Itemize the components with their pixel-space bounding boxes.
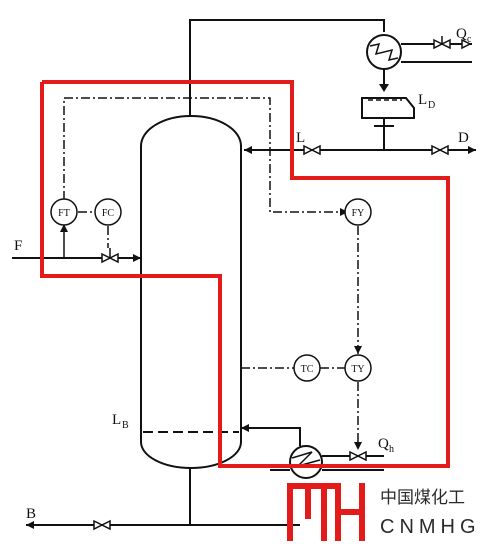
overhead-vapor-line bbox=[189, 19, 385, 118]
steam-valve[interactable] bbox=[349, 450, 367, 462]
fy-label: FY bbox=[352, 208, 365, 219]
distillate-label: D bbox=[458, 130, 469, 146]
distillation-column bbox=[140, 115, 242, 469]
svg-text:D: D bbox=[428, 100, 435, 111]
distillate-valve[interactable] bbox=[431, 144, 449, 156]
highlight-outline bbox=[40, 80, 450, 468]
bottom-level-label: L B bbox=[112, 412, 129, 431]
reflux-valve[interactable] bbox=[303, 144, 321, 156]
bottoms-label: B bbox=[26, 506, 36, 522]
tc-label: TC bbox=[301, 364, 314, 375]
distillate-line bbox=[384, 144, 476, 156]
reboiler-duty-label: Q h bbox=[378, 436, 394, 455]
fc-instrument: FC bbox=[94, 198, 122, 226]
cooling-valve[interactable] bbox=[433, 38, 444, 50]
feed-line bbox=[12, 248, 141, 264]
ty-instrument: TY bbox=[344, 354, 372, 382]
svg-text:L: L bbox=[112, 412, 121, 428]
fc-label: FC bbox=[102, 208, 115, 219]
ft-label: FT bbox=[58, 208, 70, 219]
drum-level-label: L D bbox=[418, 92, 435, 111]
tc-instrument: TC bbox=[293, 354, 321, 382]
ft-instrument: FT bbox=[50, 198, 78, 226]
reflux-line bbox=[244, 118, 385, 156]
svg-text:B: B bbox=[122, 420, 129, 431]
bottoms-line bbox=[26, 468, 300, 531]
fy-instrument: FY bbox=[344, 198, 372, 226]
ty-label: TY bbox=[351, 364, 364, 375]
ft-tap bbox=[60, 224, 68, 258]
bottoms-valve[interactable] bbox=[93, 519, 111, 531]
svg-text:Q: Q bbox=[378, 436, 389, 452]
svg-text:L: L bbox=[418, 92, 427, 108]
logo-en-text: CNMHG bbox=[380, 516, 481, 538]
reboiler bbox=[241, 424, 384, 479]
condenser-outlet bbox=[379, 69, 389, 92]
reflux-drum bbox=[361, 97, 415, 127]
cooling-water-line bbox=[401, 36, 472, 63]
watermark-logo: 中国煤化工 CNMHG bbox=[287, 483, 481, 541]
feed-valve[interactable] bbox=[101, 248, 119, 264]
reflux-label: L bbox=[296, 130, 305, 146]
svg-text:h: h bbox=[389, 444, 394, 455]
signal-lines bbox=[63, 97, 362, 450]
condenser bbox=[366, 34, 402, 70]
svg-text:Q: Q bbox=[456, 26, 467, 42]
logo-cn-text: 中国煤化工 bbox=[380, 488, 465, 508]
condenser-duty-label: Q c bbox=[456, 26, 472, 45]
svg-text:c: c bbox=[467, 34, 472, 45]
feed-label: F bbox=[14, 238, 22, 254]
